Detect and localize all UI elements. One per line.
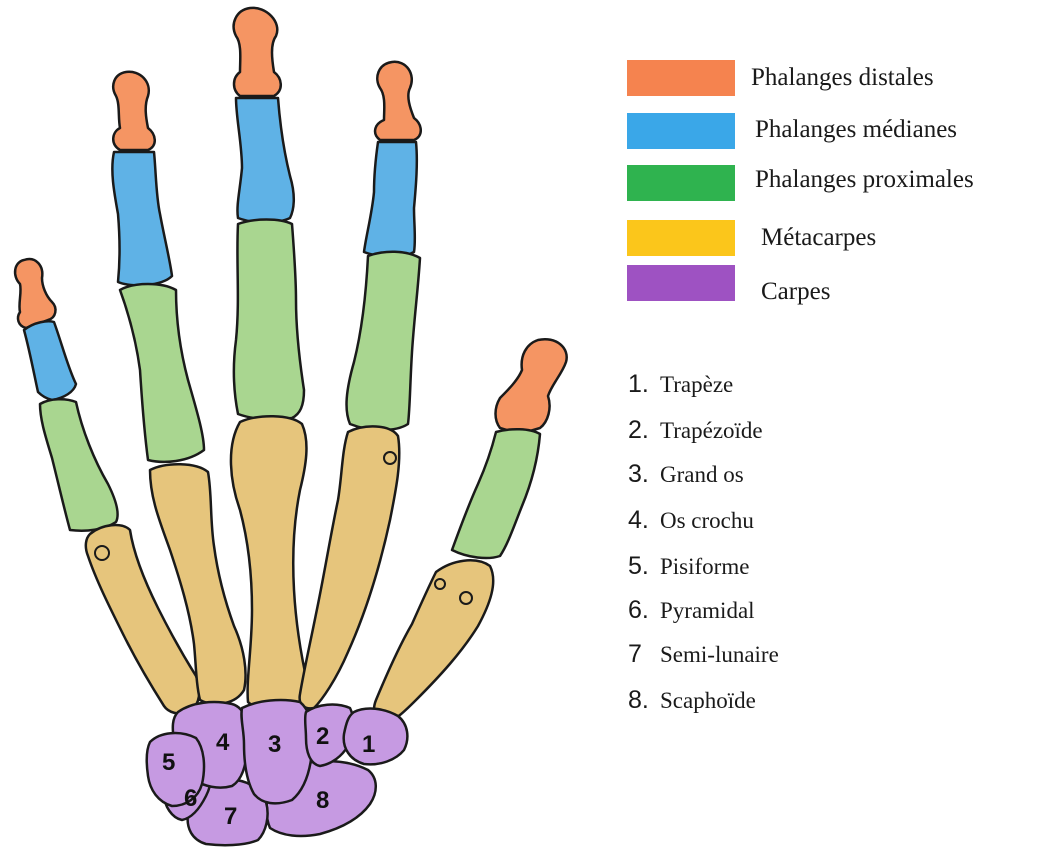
hand-skeleton-diagram: 1 2 3 4 5 6 7 8 <box>0 0 620 849</box>
list-item: 4.Os crochu <box>628 506 754 535</box>
list-item: 6.Pyramidal <box>628 596 755 625</box>
legend-label: Métacarpes <box>761 224 876 252</box>
list-label: Pyramidal <box>660 598 755 623</box>
carpal-marker: 1 <box>362 731 375 758</box>
list-item: 1.Trapèze <box>628 370 733 399</box>
list-item: 5.Pisiforme <box>628 552 749 581</box>
carpal-marker: 7 <box>224 803 237 830</box>
list-number: 8. <box>628 686 660 715</box>
legend-label: Carpes <box>761 278 830 306</box>
list-label: Grand os <box>660 462 744 487</box>
distal-phalanx-middle <box>234 8 281 96</box>
carpal-marker: 8 <box>316 787 329 814</box>
carpals <box>147 700 408 845</box>
list-label: Semi-lunaire <box>660 642 779 667</box>
legend-item-middle <box>627 111 735 151</box>
distal-phalanx-ring <box>113 72 155 150</box>
distal-phalanx-index <box>375 62 421 140</box>
list-number: 4. <box>628 506 660 535</box>
carpal-marker: 5 <box>162 749 175 776</box>
metacarpal-thumb <box>374 560 493 724</box>
proximal-phalanx-little <box>40 399 118 531</box>
list-number: 6. <box>628 596 660 625</box>
legend-item-distal <box>627 58 735 98</box>
proximal-phalanx-middle <box>234 220 304 420</box>
carpal-marker: 2 <box>316 723 329 750</box>
carpal-marker: 6 <box>184 785 197 812</box>
legend-item-proximal <box>627 163 735 203</box>
list-item: 2.Trapézoïde <box>628 416 763 445</box>
carpal-marker: 3 <box>268 731 281 758</box>
middle-phalanx-ring <box>112 152 172 285</box>
legend-swatch <box>627 220 735 256</box>
middle-phalanx-middle <box>236 98 294 223</box>
list-label: Scaphoïde <box>660 688 756 713</box>
carpal-bone-1 <box>344 709 408 765</box>
carpal-marker: 4 <box>216 729 230 756</box>
legend-swatch <box>627 165 735 201</box>
list-number: 7 <box>628 640 660 669</box>
list-number: 1. <box>628 370 660 399</box>
middle-phalanx-little <box>24 321 76 400</box>
list-number: 2. <box>628 416 660 445</box>
metacarpals <box>86 416 493 724</box>
list-number: 3. <box>628 460 660 489</box>
legend-swatch <box>627 265 735 301</box>
list-label: Os crochu <box>660 508 754 533</box>
legend-swatch <box>627 113 735 149</box>
list-label: Trapèze <box>660 372 733 397</box>
proximal-phalanx-thumb <box>452 429 540 558</box>
list-item: 8.Scaphoïde <box>628 686 756 715</box>
legend-label: Phalanges proximales <box>755 166 974 194</box>
proximal-phalanx-ring <box>120 284 204 462</box>
legend-item-metacarpal <box>627 218 735 258</box>
list-number: 5. <box>628 552 660 581</box>
distal-phalanx-little <box>15 259 55 328</box>
list-label: Pisiforme <box>660 554 749 579</box>
legend-label: Phalanges distales <box>751 64 934 92</box>
middle-phalanx-index <box>364 142 417 257</box>
list-label: Trapézoïde <box>660 418 763 443</box>
legend-item-carpal <box>627 263 735 303</box>
metacarpal-index <box>300 426 400 708</box>
proximal-phalanx-index <box>347 252 420 430</box>
legend-swatch <box>627 60 735 96</box>
list-item: 3.Grand os <box>628 460 744 489</box>
distal-phalanx-thumb <box>496 339 567 434</box>
legend-label: Phalanges médianes <box>755 116 957 144</box>
